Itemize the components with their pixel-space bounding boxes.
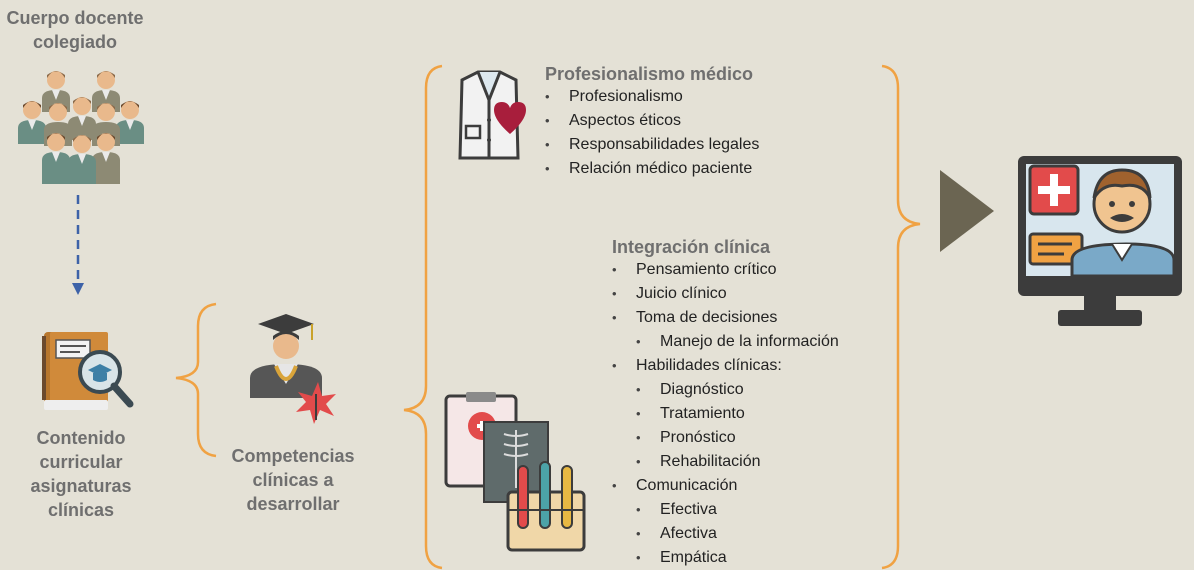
sub-list-item: Efectiva <box>636 498 839 522</box>
competencies-title: Competencias clínicas a desarrollar <box>231 446 355 514</box>
curriculum-title: Contenido curricular asignaturas clínica… <box>30 428 132 520</box>
competencies-bracket <box>175 302 217 458</box>
professionalism-list: Profesionalismo Aspectos éticos Responsa… <box>545 85 759 181</box>
list-item: Relación médico paciente <box>545 157 759 181</box>
list-item: Habilidades clínicas: <box>612 354 839 378</box>
list-item: Responsabilidades legales <box>545 133 759 157</box>
dashed-down-arrow <box>72 195 84 295</box>
sub-list-item: Pronóstico <box>636 426 839 450</box>
list-item: Profesionalismo <box>545 85 759 109</box>
faculty-title: Cuerpo docente colegiado <box>6 8 144 52</box>
professionalism-section: Profesionalismo médico Profesionalismo A… <box>545 63 759 181</box>
doctor-coat-heart-icon <box>458 70 526 160</box>
clinical-integration-list: Pensamiento crítico Juicio clínico Toma … <box>612 258 839 570</box>
sub-list-item: Afectiva <box>636 522 839 546</box>
list-item: Aspectos éticos <box>545 109 759 133</box>
curriculum-book-icon <box>42 332 134 410</box>
faculty-group-icon <box>18 71 144 184</box>
clinical-lab-icon <box>444 392 586 552</box>
sub-list-item: Empática <box>636 546 839 570</box>
list-item: Juicio clínico <box>612 282 839 306</box>
list-item: Pensamiento crítico <box>612 258 839 282</box>
clinical-integration-section: Integración clínica Pensamiento crítico … <box>612 236 839 570</box>
list-item: Toma de decisiones <box>612 306 839 330</box>
clinical-integration-title: Integración clínica <box>612 237 771 257</box>
sub-list-item: Manejo de la información <box>636 330 839 354</box>
main-left-bracket <box>403 64 443 570</box>
professionalism-title: Profesionalismo médico <box>545 64 754 84</box>
list-item: Comunicación <box>612 474 839 498</box>
telemedicine-monitor-icon <box>1018 156 1182 326</box>
sub-list-item: Tratamiento <box>636 402 839 426</box>
sub-list-item: Diagnóstico <box>636 378 839 402</box>
main-right-bracket <box>881 64 921 570</box>
sub-list-item: Rehabilitación <box>636 450 839 474</box>
result-arrow <box>940 170 994 252</box>
graduate-doctor-icon <box>250 314 336 424</box>
